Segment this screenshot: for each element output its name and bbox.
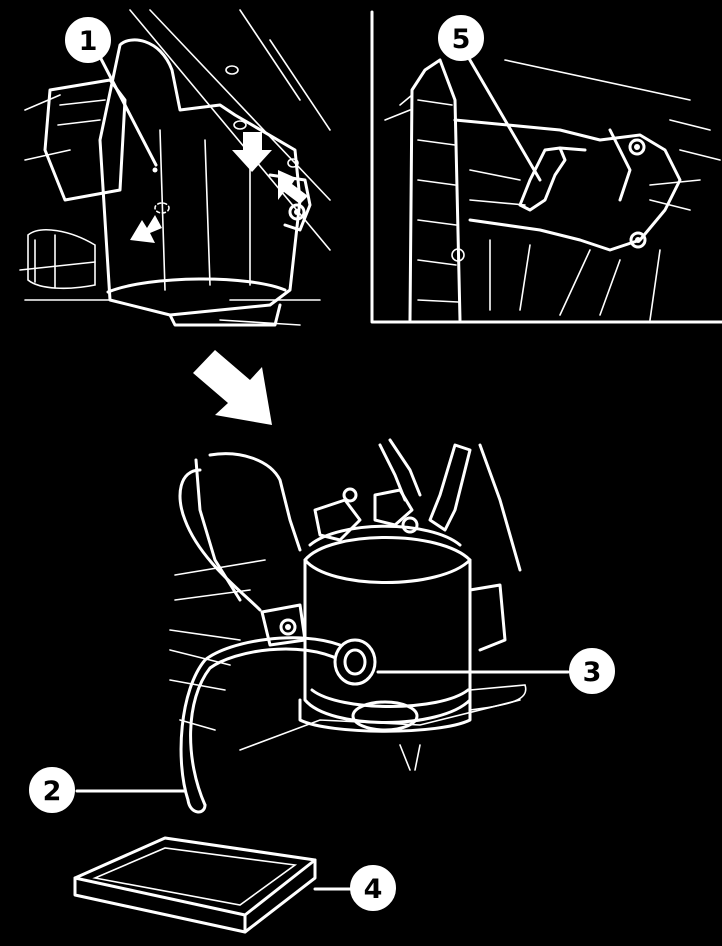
callout-3-label: 3 — [583, 657, 602, 688]
leader-1 — [96, 51, 158, 167]
panel-bottom — [73, 438, 527, 934]
direction-arrow-icon — [193, 350, 272, 425]
leader-lines — [75, 51, 570, 891]
callout-4-label: 4 — [364, 874, 383, 905]
callout-4: 4 — [350, 865, 396, 911]
callout-1-label: 1 — [79, 26, 98, 57]
callout-2-label: 2 — [43, 776, 62, 807]
leader-5 — [465, 53, 542, 182]
panel-top-right — [370, 10, 722, 324]
callout-5-label: 5 — [452, 24, 471, 55]
callout-2: 2 — [29, 767, 75, 813]
panel-top-left — [19, 9, 331, 327]
callout-1: 1 — [65, 17, 111, 63]
callout-5: 5 — [438, 15, 484, 61]
arrow-up-left-icon — [278, 170, 308, 204]
arrow-down-icon — [232, 132, 272, 172]
inset-frame — [370, 10, 722, 324]
callout-3: 3 — [569, 648, 615, 694]
arrow-down-left-icon — [130, 215, 162, 243]
